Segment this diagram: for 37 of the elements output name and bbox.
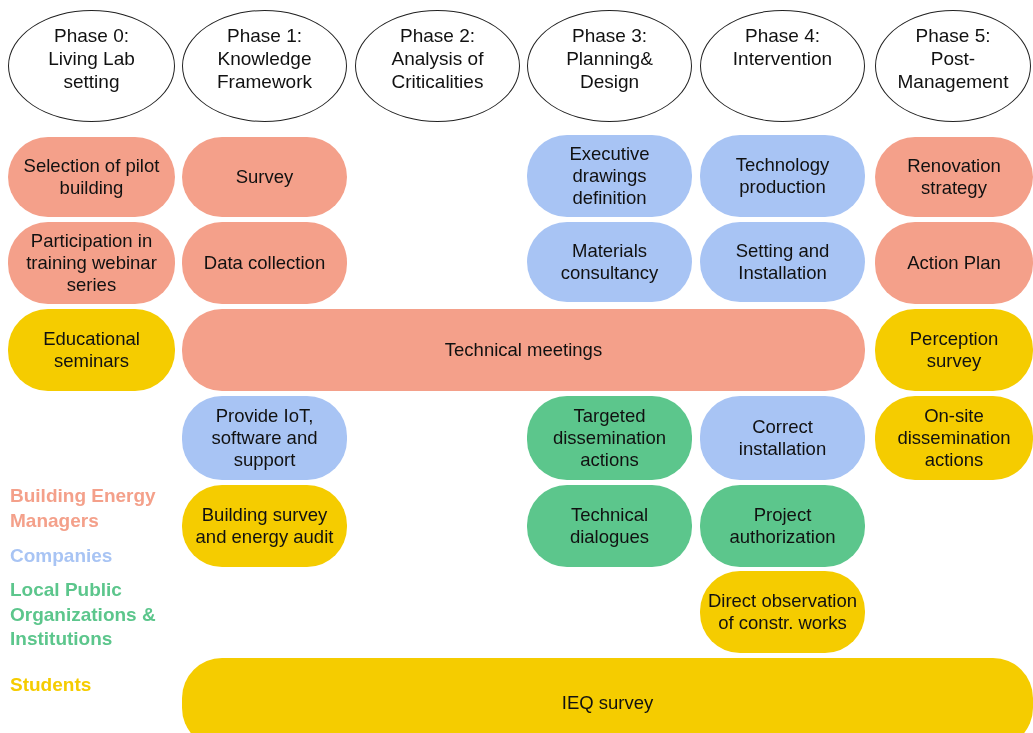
activity-label: On-site dissemination actions <box>896 404 1012 472</box>
activity-label: Perception survey <box>908 327 1000 373</box>
phase-title: Phase 3: Planning& Design <box>565 25 654 94</box>
activity-label: Renovation strategy <box>906 154 1002 200</box>
legend-label: Local Public Organizations & Institutions <box>10 578 157 652</box>
activity-pill <box>875 222 1033 304</box>
activity-label: Provide IoT, software and support <box>210 404 319 472</box>
activity-pill <box>875 137 1033 217</box>
legend-label: Companies <box>10 544 114 568</box>
phase-title: Phase 5: Post-Management <box>896 25 1010 94</box>
activity-pill <box>182 658 1033 733</box>
activity-label: Technical dialogues <box>568 503 651 549</box>
activity-label: Building survey and energy audit <box>194 503 335 549</box>
phase-title: Phase 1: Knowledge Framework <box>216 25 313 94</box>
activity-label: Technical meetings <box>444 338 603 362</box>
activity-label: Executive drawings definition <box>568 142 651 210</box>
activity-label: Materials consultancy <box>559 239 660 285</box>
activity-pill <box>875 396 1033 480</box>
legend-label: Students <box>10 673 93 697</box>
phase-title: Phase 0: Living Lab setting <box>47 25 136 94</box>
activity-label: Educational seminars <box>42 327 141 373</box>
activity-label: Setting and Installation <box>734 239 831 285</box>
activity-label: Participation in training webinar series <box>25 229 158 297</box>
activity-label: Project authorization <box>728 503 837 549</box>
activity-label: Selection of pilot building <box>22 154 161 200</box>
activity-label: Correct installation <box>737 415 828 461</box>
activity-label: Technology production <box>734 153 831 199</box>
activity-pill <box>875 309 1033 391</box>
legend-label: Building Energy Managers <box>10 484 157 533</box>
activity-label: Action Plan <box>907 251 1001 275</box>
phase-title: Phase 2: Analysis of Criticalities <box>390 25 485 94</box>
phase-title: Phase 4: Intervention <box>731 25 834 71</box>
activity-label: Data collection <box>203 251 326 275</box>
activity-label: IEQ survey <box>561 691 654 715</box>
activity-label: Targeted dissemination actions <box>551 404 668 472</box>
activity-label: Direct observation of constr. works <box>706 589 859 635</box>
activity-label: Survey <box>235 165 294 189</box>
